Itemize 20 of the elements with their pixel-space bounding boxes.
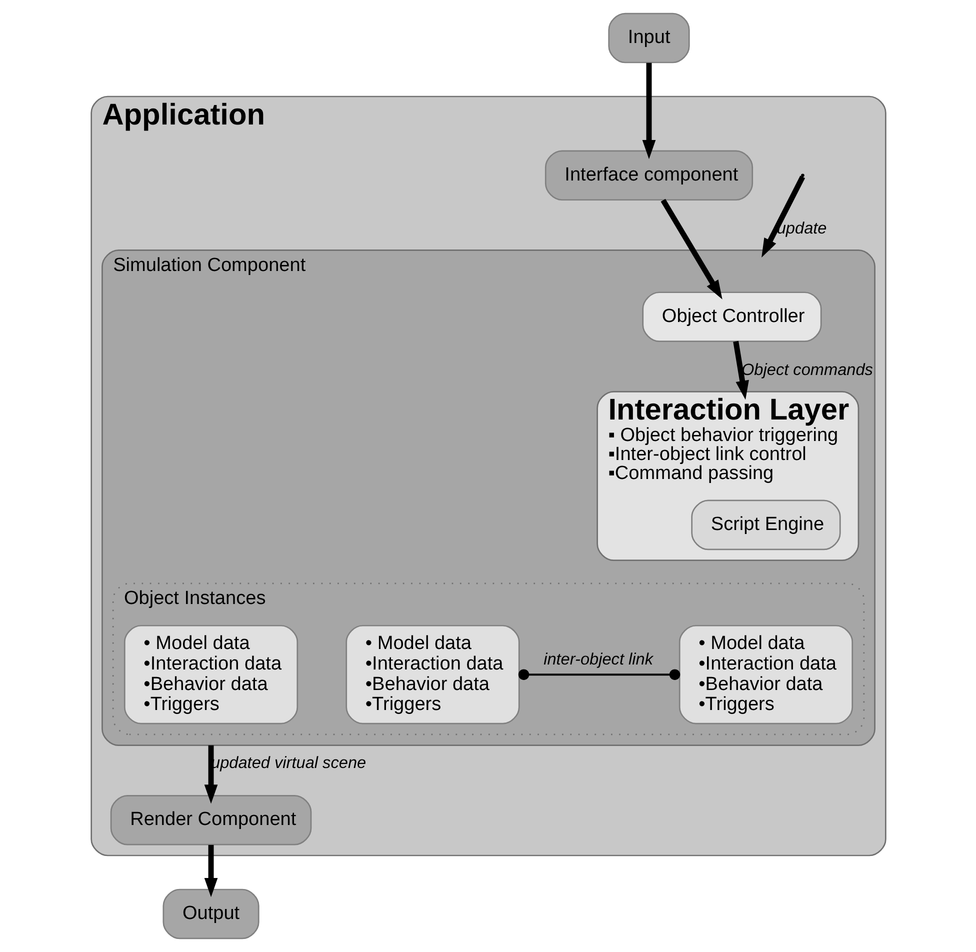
arrow	[204, 844, 218, 898]
arrow	[660, 198, 722, 300]
node-box: Interface component	[544, 150, 753, 201]
arrow	[204, 745, 218, 804]
node-box: • Model data •Interaction data •Behavior data •Triggers	[123, 624, 298, 724]
node-box: Output	[162, 888, 259, 940]
arrow	[761, 176, 805, 258]
connector	[518, 669, 680, 680]
edge-label: updated virtual scene	[210, 754, 366, 772]
edge-label: update	[776, 219, 826, 238]
node-box: Script Engine	[690, 500, 840, 550]
node-box: Object Controller	[642, 292, 822, 342]
arrow	[642, 62, 656, 160]
arrow	[732, 340, 748, 400]
node-box: Render Component	[110, 794, 312, 846]
node-box: • Model data •Interaction data •Behavior data •Triggers	[678, 624, 853, 724]
node-box: Input	[608, 12, 690, 64]
edge-label: Object commands	[740, 360, 872, 379]
node-box: • Model data •Interaction data •Behavior data •Triggers	[345, 624, 520, 724]
edge-label: inter-object link	[543, 650, 653, 669]
